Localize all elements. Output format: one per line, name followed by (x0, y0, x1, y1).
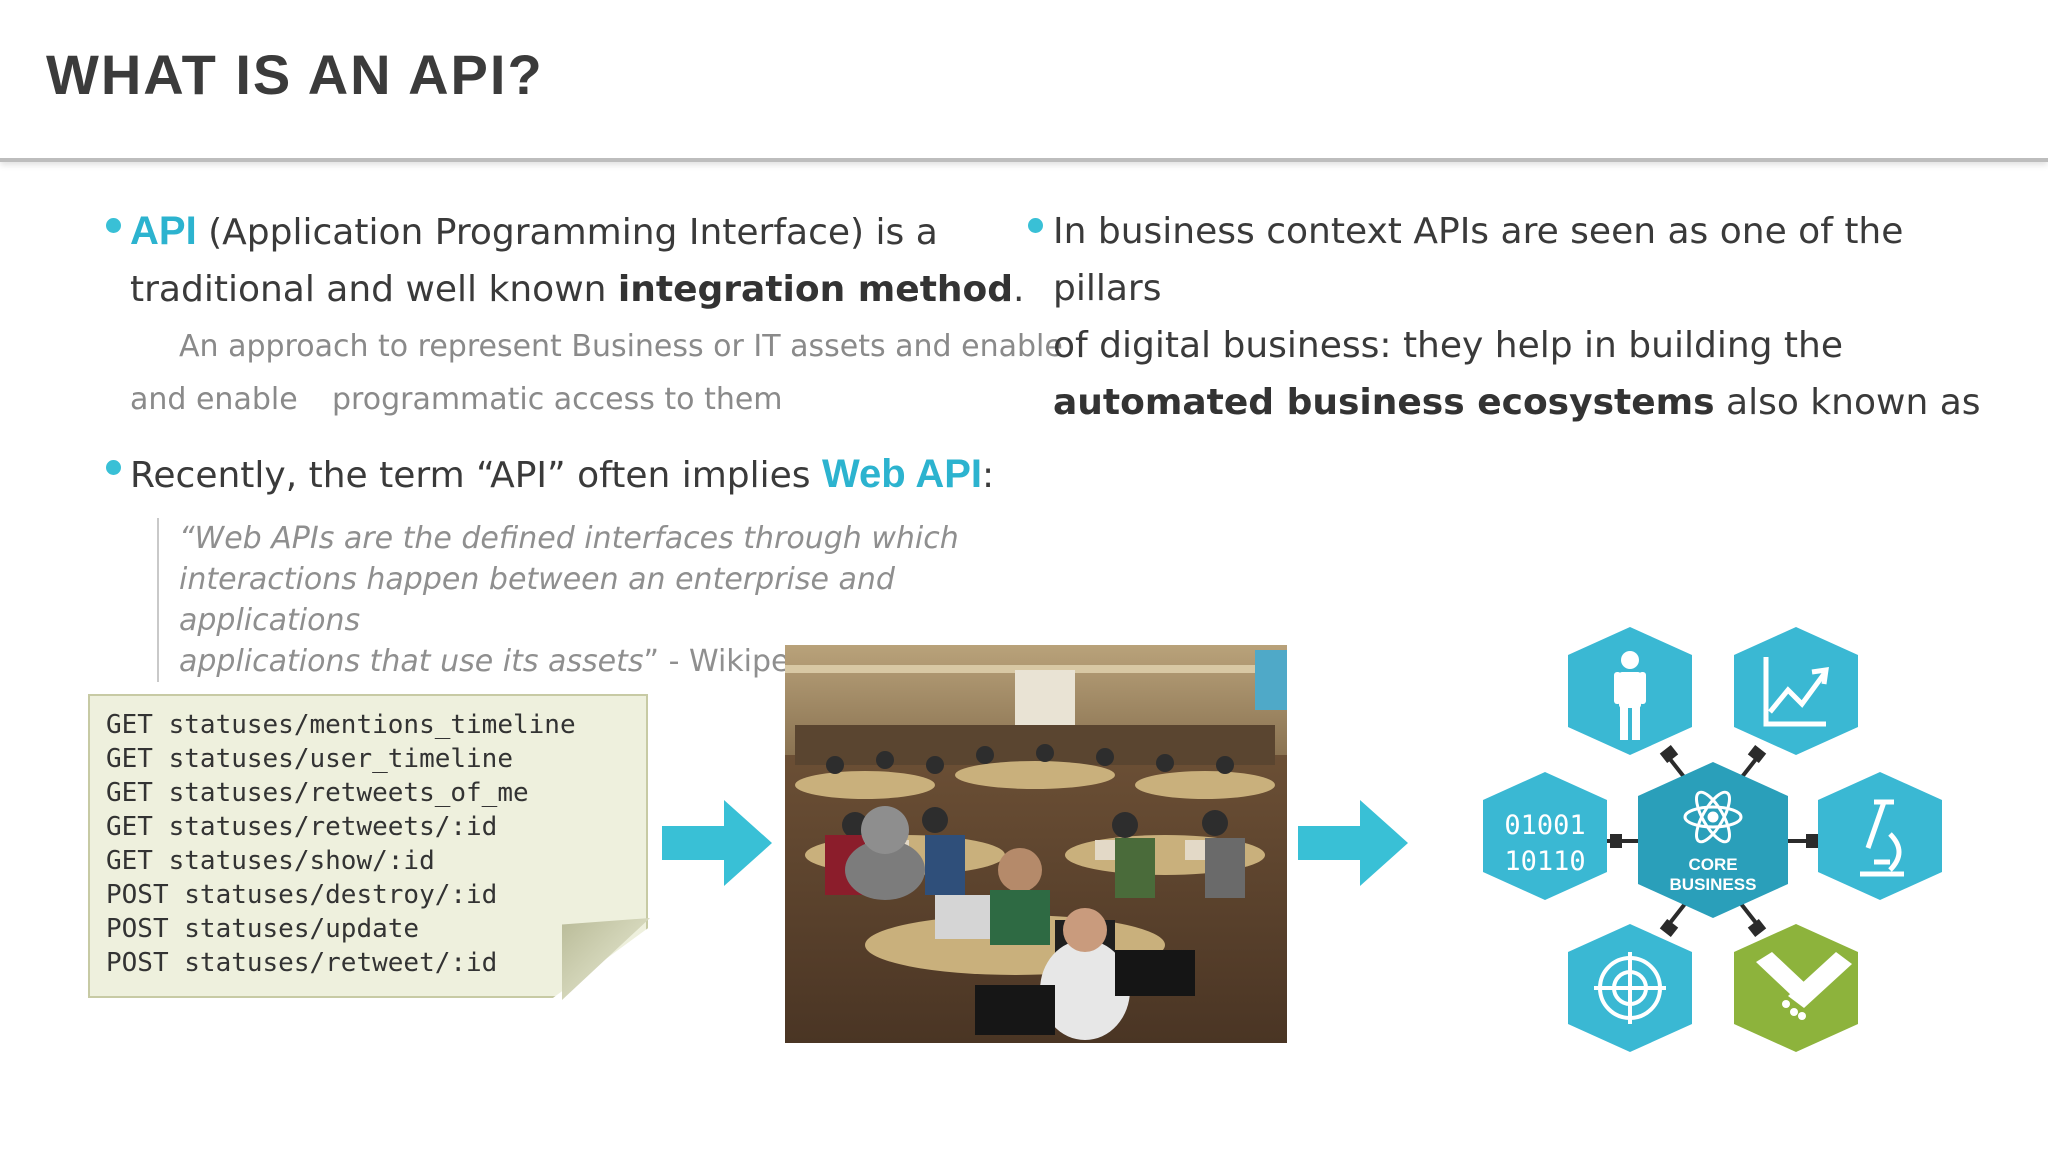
bullet-dot (106, 218, 121, 233)
target-icon (1594, 952, 1666, 1024)
slide-header: WHAT IS AN API? (0, 0, 2048, 162)
code-line: POST statuses/retweet/:id (106, 948, 498, 978)
arrow-right-icon (662, 800, 772, 886)
slide-title: WHAT IS AN API? (46, 43, 544, 106)
handshake-icon (1756, 952, 1852, 1020)
code-line: GET statuses/retweets/:id (106, 812, 498, 842)
integration-method-text: integration method (617, 269, 1014, 310)
web-api-intro-text: Recently, the term “API” often implies (130, 455, 822, 496)
code-line: GET statuses/retweets_of_me (106, 778, 529, 808)
quote-line-3: applications that use its assets (179, 644, 644, 679)
sub-line-2a: and enable (130, 382, 298, 417)
code-line: GET statuses/mentions_timeline (106, 710, 576, 740)
microscope-hex (1818, 772, 1942, 900)
target-hex (1568, 924, 1692, 1052)
code-line: GET statuses/show/:id (106, 846, 435, 876)
page-curl (562, 918, 650, 1000)
code-line: POST statuses/update (106, 914, 420, 944)
ecosystems-text: automated business ecosystems (1053, 382, 1715, 423)
core-label-line-1: CORE (1688, 855, 1737, 874)
api-definition-text: (Application Programming Interface) is a (196, 212, 938, 253)
colon: : (982, 455, 995, 496)
sub-line-1: An approach to represent Business or IT … (179, 329, 1063, 364)
handshake-hex (1734, 924, 1858, 1052)
web-api-keyword: Web API (822, 452, 983, 496)
chart-hex (1734, 627, 1858, 755)
person-icon (1614, 651, 1646, 740)
bullet-web-api: Recently, the term “API” often implies W… (130, 446, 1030, 504)
binary-line-2: 10110 (1504, 846, 1585, 877)
period: . (1013, 269, 1025, 310)
wikipedia-quote: “Web APIs are the defined interfaces thr… (157, 518, 1019, 682)
api-keyword: API (130, 209, 197, 253)
quote-line-2: interactions happen between an enterpris… (179, 562, 895, 638)
growth-chart-icon (1763, 657, 1829, 727)
binary-line-1: 01001 (1504, 810, 1585, 841)
bullet-business-context: In business context APIs are seen as one… (1053, 203, 2013, 431)
api-endpoints-note: GET statuses/mentions_timeline GET statu… (88, 694, 648, 998)
business-ecosystem-diagram: 01001 10110 CORE BUSINESS (1483, 627, 1942, 1052)
business-line-2: of digital business: they help in buildi… (1053, 325, 1844, 366)
sub-line-2b: programmatic access to them (332, 382, 783, 417)
binary-hex: 01001 10110 (1483, 772, 1607, 900)
quote-line-1: “Web APIs are the defined interfaces thr… (179, 521, 959, 556)
bullet-api-definition: API (Application Programming Interface) … (130, 203, 1030, 318)
code-line: GET statuses/user_timeline (106, 744, 513, 774)
hackathon-photo (785, 645, 1287, 1043)
code-line: POST statuses/destroy/:id (106, 880, 498, 910)
api-definition-text2: traditional and well known (130, 269, 618, 310)
core-business-hex: CORE BUSINESS (1638, 762, 1788, 918)
bullet-dot (106, 460, 121, 475)
business-line-3-end: also known as (1714, 382, 1981, 423)
core-label-line-2: BUSINESS (1670, 875, 1757, 894)
atom-icon (1683, 790, 1743, 844)
business-line-1: In business context APIs are seen as one… (1053, 211, 1904, 309)
microscope-icon (1860, 799, 1904, 877)
bullet-dot (1028, 218, 1043, 233)
arrow-right-icon (1298, 800, 1408, 886)
person-hex (1568, 627, 1692, 755)
